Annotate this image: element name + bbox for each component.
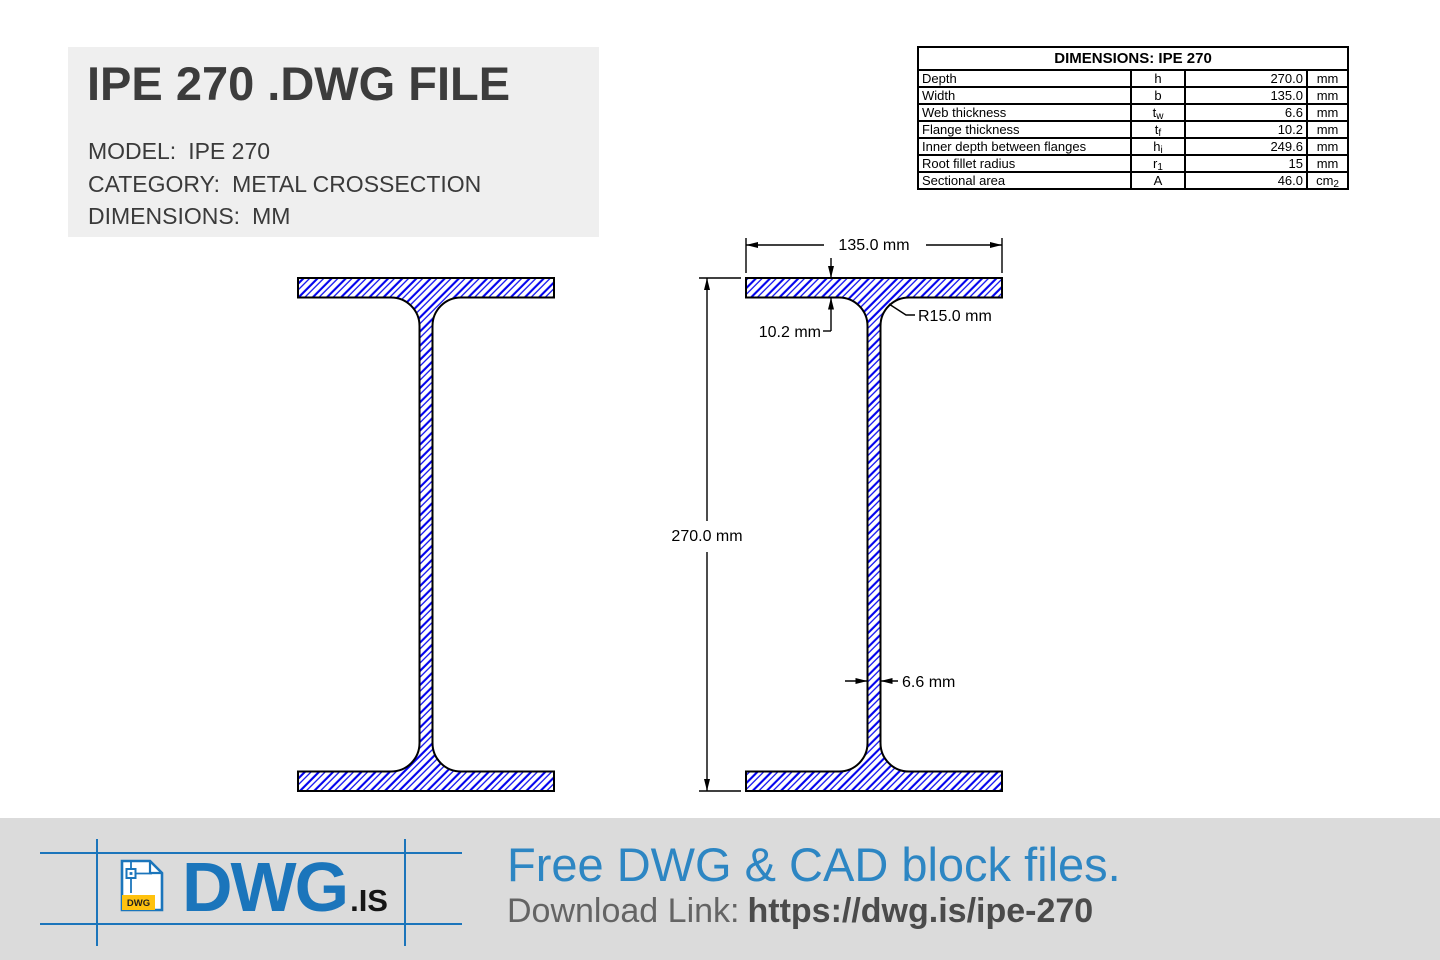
table-row: Inner depth between flanges hi 249.6 mm	[918, 138, 1349, 155]
model-line: MODEL: IPE 270	[88, 135, 481, 168]
left-beam-section	[297, 277, 555, 792]
row-symbol: h	[1131, 70, 1185, 87]
row-value: 6.6	[1185, 104, 1307, 121]
brand-logo-is: .IS	[350, 883, 388, 918]
dwg-file-icon: DWG	[120, 859, 164, 912]
table-header-row: DIMENSIONS: IPE 270	[918, 47, 1349, 70]
table-row: Flange thickness tf 10.2 mm	[918, 121, 1349, 138]
table-row: Root fillet radius r1 15 mm	[918, 155, 1349, 172]
table-row: Width b 135.0 mm	[918, 87, 1349, 104]
dimensions-line: DIMENSIONS: MM	[88, 200, 481, 233]
dim-label-width: 135.0 mm	[838, 237, 909, 254]
svg-text:DWG: DWG	[127, 898, 150, 909]
table-row: Web thickness tw 6.6 mm	[918, 104, 1349, 121]
row-unit: mm	[1307, 121, 1349, 138]
row-value: 10.2	[1185, 121, 1307, 138]
dimensions-value: MM	[252, 203, 291, 229]
title-meta: MODEL: IPE 270 CATEGORY: METAL CROSSECTION…	[88, 135, 481, 233]
cad-frame-line	[404, 839, 406, 946]
right-beam-section	[745, 277, 1003, 792]
row-label: Flange thickness	[918, 121, 1131, 138]
row-value: 46.0	[1185, 172, 1307, 189]
model-label: MODEL:	[88, 138, 177, 164]
row-label: Width	[918, 87, 1131, 104]
dimension-arrowheads	[704, 242, 1002, 791]
cad-frame-line	[40, 923, 462, 925]
row-label: Web thickness	[918, 104, 1131, 121]
row-value: 135.0	[1185, 87, 1307, 104]
dim-label-flange-thickness: 10.2 mm	[759, 324, 821, 341]
table-title: DIMENSIONS: IPE 270	[918, 47, 1349, 70]
row-unit: mm	[1307, 104, 1349, 121]
category-line: CATEGORY: METAL CROSSECTION	[88, 168, 481, 201]
cad-frame-line	[40, 852, 462, 854]
row-unit: mm	[1307, 155, 1349, 172]
row-value: 270.0	[1185, 70, 1307, 87]
dimensions-table: DIMENSIONS: IPE 270 Depth h 270.0 mm Wid…	[917, 46, 1350, 190]
dim-label-web-thickness: 6.6 mm	[902, 674, 955, 691]
dimensions-label: DIMENSIONS:	[88, 203, 241, 229]
row-symbol: hi	[1131, 138, 1185, 155]
dimension-lines	[699, 238, 1003, 792]
row-symbol: tw	[1131, 104, 1185, 121]
row-label: Root fillet radius	[918, 155, 1131, 172]
table-row: Depth h 270.0 mm	[918, 70, 1349, 87]
model-value: IPE 270	[188, 138, 271, 164]
row-unit: mm	[1307, 70, 1349, 87]
download-link-label: Download Link:	[507, 892, 740, 930]
dimensions-table-wrap: DIMENSIONS: IPE 270 Depth h 270.0 mm Wid…	[917, 46, 1350, 190]
row-label: Sectional area	[918, 172, 1131, 189]
row-symbol: b	[1131, 87, 1185, 104]
row-value: 249.6	[1185, 138, 1307, 155]
brand-logo-dwg: DWG	[182, 848, 349, 926]
download-link-line: Download Link:https://dwg.is/ipe-270	[507, 893, 1093, 929]
table-row: Sectional area A 46.0 cm2	[918, 172, 1349, 189]
row-label: Inner depth between flanges	[918, 138, 1131, 155]
brand-logo: DWG.IS	[182, 852, 388, 938]
category-value: METAL CROSSECTION	[232, 170, 482, 197]
row-unit: cm2	[1307, 172, 1349, 189]
row-unit: mm	[1307, 138, 1349, 155]
page-title: IPE 270 .DWG FILE	[87, 57, 511, 110]
row-value: 15	[1185, 155, 1307, 172]
footer: DWG DWG.IS Free DWG & CAD block files. D…	[0, 818, 1440, 960]
row-unit: mm	[1307, 87, 1349, 104]
dim-label-depth: 270.0 mm	[671, 528, 742, 545]
cad-frame-line	[96, 839, 98, 946]
row-symbol: A	[1131, 172, 1185, 189]
download-link-url[interactable]: https://dwg.is/ipe-270	[747, 892, 1094, 930]
row-symbol: r1	[1131, 155, 1185, 172]
title-block: IPE 270 .DWG FILE MODEL: IPE 270 CATEGORY…	[68, 47, 599, 237]
category-label: CATEGORY:	[88, 170, 221, 197]
dim-label-root-radius: R15.0 mm	[918, 308, 992, 325]
row-symbol: tf	[1131, 121, 1185, 138]
footer-heading: Free DWG & CAD block files.	[507, 838, 1121, 891]
row-label: Depth	[918, 70, 1131, 87]
